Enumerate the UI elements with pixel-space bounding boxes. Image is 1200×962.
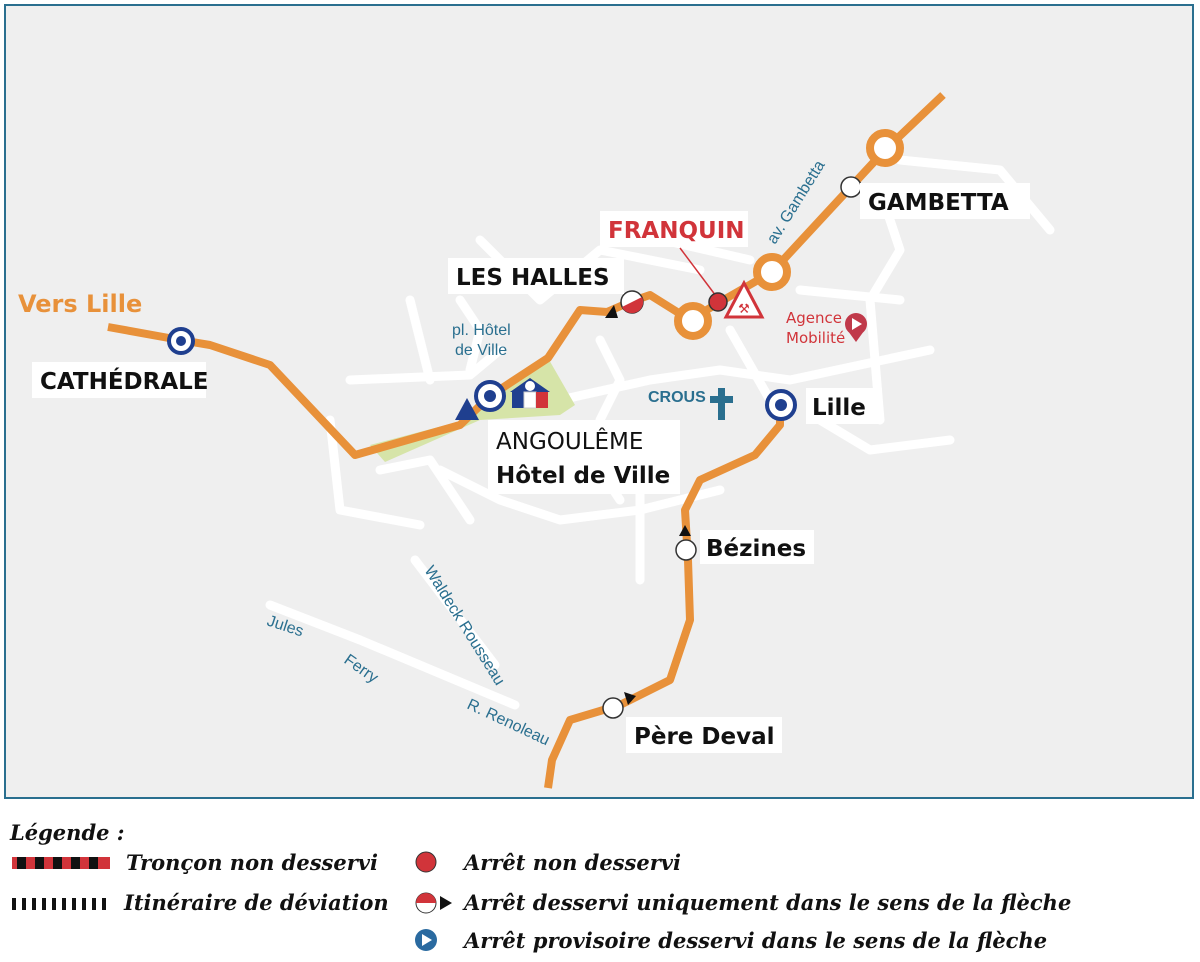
legend: Légende : Tronçon non desservi Itinérair… [9, 820, 1071, 953]
legend-item: Arrêt provisoire desservi dans le sens d… [462, 928, 1047, 953]
stop-label-hdv: Hôtel de Ville [496, 463, 670, 489]
arrow-icon [679, 525, 691, 536]
crous-label: CROUS [648, 389, 706, 406]
legend-one-way-stop-icon [415, 892, 452, 914]
legend-stop-not-served-icon [415, 851, 437, 873]
direction-arrow-icon [455, 398, 479, 420]
stop-icon [840, 176, 862, 198]
closed-stop-marker [753, 253, 791, 291]
agence-mobilite-pin-icon [845, 313, 867, 342]
route-line-main [107, 92, 946, 789]
stop-label-gambetta: GAMBETTA [868, 190, 1009, 216]
stop-icon [602, 697, 624, 719]
legend-item: Itinéraire de déviation [123, 890, 389, 915]
stop-label-cathedrale: CATHÉDRALE [40, 367, 209, 395]
legend-item: Tronçon non desservi [126, 850, 378, 875]
provisional-stop-icon [167, 327, 195, 355]
closed-stop-marker [866, 129, 904, 167]
svg-text:⚒: ⚒ [738, 302, 750, 317]
legend-closed-section-swatch [12, 857, 110, 869]
one-way-stop-icon [620, 290, 644, 314]
stop-label-franquin: FRANQUIN [608, 218, 745, 244]
place-label: pl. Hôtel [452, 322, 511, 339]
agence-label: Mobilité [786, 329, 845, 347]
legend-title: Légende : [9, 820, 125, 845]
crous-cross-icon [710, 388, 733, 420]
direction-label: Vers Lille [18, 290, 142, 318]
stop-label-hdv-city: ANGOULÊME [496, 427, 643, 455]
map-frame [4, 4, 1194, 799]
agence-label: Agence [786, 309, 842, 327]
place-label: de Ville [455, 342, 507, 359]
roadworks-icon: ⚒ [723, 279, 765, 319]
closed-stop-marker [674, 302, 712, 340]
stop-label-lille: Lille [812, 395, 866, 421]
arrow-icon [605, 305, 618, 318]
town-hall-icon [510, 378, 550, 409]
stop-label-pere-deval: Père Deval [634, 724, 775, 750]
provisional-stop-icon [765, 389, 797, 421]
stop-not-served-icon [708, 292, 728, 312]
franquin-leader-line [679, 247, 717, 297]
stop-icon [675, 539, 697, 561]
provisional-stop-icon [474, 380, 506, 412]
stop-label-bezines: Bézines [706, 536, 806, 562]
stop-label-les-halles: LES HALLES [456, 265, 610, 291]
legend-item: Arrêt desservi uniquement dans le sens d… [462, 890, 1071, 915]
legend-item: Arrêt non desservi [462, 850, 681, 875]
legend-provisional-stop-icon [415, 929, 437, 951]
arrow-icon [624, 692, 636, 705]
